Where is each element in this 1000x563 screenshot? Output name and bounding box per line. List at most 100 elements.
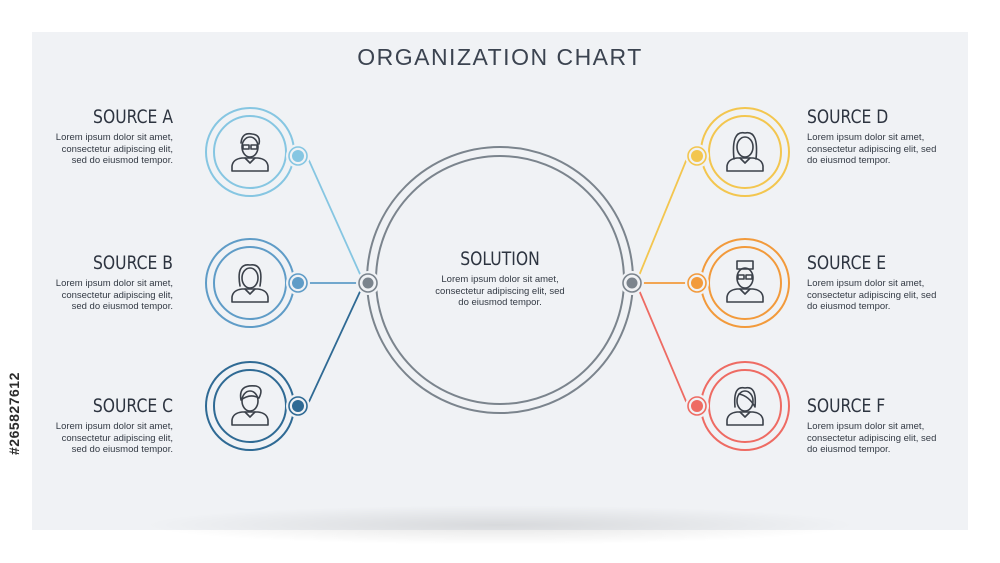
person-collar xyxy=(739,288,751,295)
source-b-description-line: sed do eiusmod tempor. xyxy=(71,301,173,312)
person-hair xyxy=(733,386,757,408)
source-b-description-line: Lorem ipsum dolor sit amet, xyxy=(55,278,173,289)
person-head xyxy=(241,390,259,412)
source-c-node xyxy=(205,361,310,451)
person-hair xyxy=(732,131,758,160)
glasses-lens xyxy=(737,274,745,280)
source-a-description-line: sed do eiusmod tempor. xyxy=(71,155,173,166)
source-f-connector xyxy=(635,282,689,407)
source-e-inner-ring xyxy=(708,246,782,320)
source-a-description-line: Lorem ipsum dolor sit amet, xyxy=(55,132,173,143)
man-glasses-icon xyxy=(231,132,269,172)
source-c-outer-ring xyxy=(205,361,295,451)
glasses-lens xyxy=(745,274,753,280)
source-a-description-line: consectetur adipiscing elit, xyxy=(61,143,173,155)
source-e-description-line: Lorem ipsum dolor sit amet, xyxy=(807,278,925,289)
person-body xyxy=(726,157,764,172)
source-d-heading: SOURCE D xyxy=(807,106,889,128)
source-a-outer-ring xyxy=(205,107,295,197)
source-e-port xyxy=(691,277,703,289)
solution-left-port-ring xyxy=(358,273,378,293)
source-nodes xyxy=(205,107,790,451)
source-d-text-block: SOURCE D Lorem ipsum dolor sit amet, con… xyxy=(807,106,962,167)
source-e-description: Lorem ipsum dolor sit amet, consectetur … xyxy=(807,278,962,313)
source-d-outer-ring xyxy=(700,107,790,197)
source-a-node xyxy=(205,107,310,197)
woman-icon xyxy=(231,264,269,303)
source-c-description-line: Lorem ipsum dolor sit amet, xyxy=(55,421,173,432)
source-f-description-line: Lorem ipsum dolor sit amet, xyxy=(807,421,925,432)
source-f-description-line: consectetur adipiscing elit, sed xyxy=(807,432,937,444)
solution-left-port xyxy=(362,277,374,289)
solution-description-line: consectetur adipiscing elit, sed xyxy=(435,285,565,297)
doctor-icon xyxy=(726,260,764,303)
source-d-port-ring xyxy=(687,146,707,166)
source-b-text-block: SOURCE B Lorem ipsum dolor sit amet, con… xyxy=(18,252,173,313)
solution-right-port-ring xyxy=(622,273,642,293)
source-d-port xyxy=(691,150,703,162)
source-c-port xyxy=(292,400,304,412)
source-f-description-line: do eiusmod tempor. xyxy=(807,444,891,455)
source-f-outer-ring xyxy=(700,361,790,451)
person-body xyxy=(726,411,764,426)
source-d-description-line: consectetur adipiscing elit, sed xyxy=(807,143,937,155)
person-collar xyxy=(244,157,256,164)
source-b-inner-ring xyxy=(213,246,287,320)
source-d-node xyxy=(685,107,790,197)
diagram-background xyxy=(32,32,968,530)
source-d-description-line: do eiusmod tempor. xyxy=(807,155,891,166)
source-a-connector xyxy=(306,155,365,284)
source-f-node xyxy=(685,361,790,451)
source-f-port xyxy=(691,400,703,412)
source-c-heading: SOURCE C xyxy=(92,395,173,417)
person-head xyxy=(241,267,259,289)
doctor-cap xyxy=(736,260,754,270)
person-hair xyxy=(240,132,261,145)
source-c-port-ring xyxy=(288,396,308,416)
source-e-description-line: do eiusmod tempor. xyxy=(807,301,891,312)
source-a-description: Lorem ipsum dolor sit amet, consectetur … xyxy=(18,132,173,167)
person-collar xyxy=(739,411,751,418)
source-e-outer-ring xyxy=(700,238,790,328)
source-a-inner-ring xyxy=(213,115,287,189)
source-d-connector xyxy=(635,155,689,284)
source-a-heading: SOURCE A xyxy=(93,106,173,128)
source-c-text-block: SOURCE C Lorem ipsum dolor sit amet, con… xyxy=(18,395,173,456)
source-e-port-ring xyxy=(687,273,707,293)
solution-heading: SOLUTION xyxy=(460,248,540,270)
source-f-port-ring xyxy=(687,396,707,416)
person-head xyxy=(736,267,754,289)
person-head xyxy=(241,136,259,158)
source-a-port xyxy=(292,150,304,162)
solution-description-line: do eiusmod tempor. xyxy=(458,297,542,308)
source-b-node xyxy=(205,238,310,328)
solution-circle xyxy=(356,146,644,414)
source-d-inner-ring xyxy=(708,115,782,189)
source-d-description: Lorem ipsum dolor sit amet, consectetur … xyxy=(807,132,962,167)
woman-bob-icon xyxy=(726,386,764,426)
source-d-description-line: Lorem ipsum dolor sit amet, xyxy=(807,132,925,143)
person-head xyxy=(736,390,754,412)
man-icon xyxy=(231,384,269,426)
person-hair xyxy=(239,384,262,401)
person-body xyxy=(231,288,269,303)
person-collar xyxy=(244,288,256,295)
person-body xyxy=(726,288,764,303)
solution-text-block: SOLUTION Lorem ipsum dolor sit amet, con… xyxy=(420,248,580,309)
solution-description: Lorem ipsum dolor sit amet, consectetur … xyxy=(420,274,580,309)
source-b-description-line: consectetur adipiscing elit, xyxy=(61,289,173,301)
glasses-lens xyxy=(250,144,258,150)
solution-description-line: Lorem ipsum dolor sit amet, xyxy=(441,274,559,285)
source-a-text-block: SOURCE A Lorem ipsum dolor sit amet, con… xyxy=(18,106,173,167)
source-c-inner-ring xyxy=(213,369,287,443)
source-c-connector xyxy=(306,282,365,407)
source-c-description: Lorem ipsum dolor sit amet, consectetur … xyxy=(18,421,173,456)
source-e-heading: SOURCE E xyxy=(807,252,887,274)
source-b-outer-ring xyxy=(205,238,295,328)
source-b-description: Lorem ipsum dolor sit amet, consectetur … xyxy=(18,278,173,313)
source-e-text-block: SOURCE E Lorem ipsum dolor sit amet, con… xyxy=(807,252,962,313)
source-f-description: Lorem ipsum dolor sit amet, consectetur … xyxy=(807,421,962,456)
solution-right-port xyxy=(626,277,638,289)
source-b-port-ring xyxy=(288,273,308,293)
